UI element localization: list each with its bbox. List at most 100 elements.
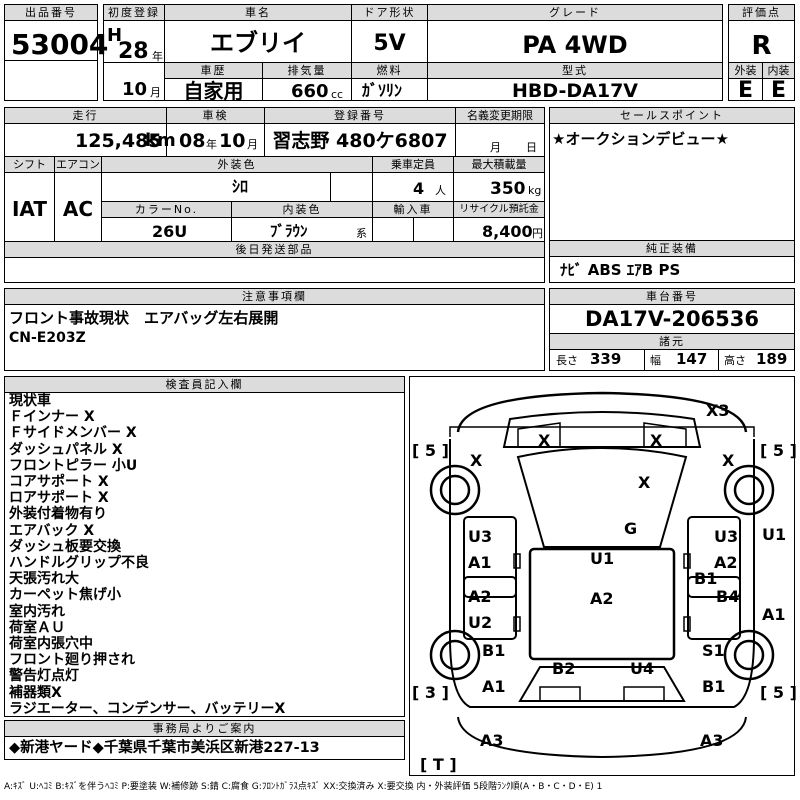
int-color: ﾌﾞﾗｳﾝ bbox=[270, 222, 308, 240]
office-text: ◆新港ヤード◆千葉県千葉市美浜区新港227-13 bbox=[9, 740, 320, 756]
plate-box: 登録番号 習志野 480ケ6807 bbox=[264, 107, 456, 157]
color-no: 26U bbox=[152, 222, 188, 241]
notes-box: 注意事項欄 フロント事故現状 エアバッグ左右展開 CN-E203Z bbox=[4, 288, 545, 371]
damage-mark: X bbox=[638, 473, 651, 492]
transfer-month-unit: 月 bbox=[490, 141, 501, 154]
inspection-month-unit: 月 bbox=[247, 138, 258, 151]
recycle-box: リサイクル預託金 8,400 円 bbox=[453, 201, 545, 242]
inspector-line: フロント廻り押され bbox=[9, 652, 135, 669]
notes-label: 注意事項欄 bbox=[5, 289, 544, 305]
chassis-label: 車台番号 bbox=[550, 289, 794, 305]
recycle-label: リサイクル預託金 bbox=[454, 202, 544, 218]
damage-mark: B4 bbox=[716, 587, 740, 606]
car-name-box: 車名 エブリイ bbox=[164, 4, 352, 63]
mileage-unit: km bbox=[145, 130, 176, 151]
history-label: 車歴 bbox=[165, 63, 262, 79]
damage-mark: U1 bbox=[590, 549, 615, 568]
car-outline bbox=[429, 391, 775, 759]
inspector-line: ダッシュパネル X bbox=[9, 441, 123, 458]
shift-label: シフト bbox=[5, 157, 54, 173]
inspector-line: 荷室内張穴中 bbox=[9, 636, 93, 652]
year-unit: 年 bbox=[152, 50, 163, 63]
inspector-line: フロントピラー 小U bbox=[9, 457, 138, 474]
load-box: 最大積載量 350 kg bbox=[453, 156, 545, 202]
score-box: 評価点 R bbox=[728, 4, 795, 63]
ac-box: エアコン AC bbox=[54, 156, 102, 242]
inspector-line: 外装付着物有り bbox=[9, 506, 107, 523]
damage-mark: X bbox=[722, 451, 735, 470]
history: 自家用 bbox=[183, 79, 244, 103]
length: 339 bbox=[590, 350, 622, 368]
tire-t: [ T ] bbox=[420, 755, 457, 774]
damage-mark: U2 bbox=[468, 613, 493, 632]
chassis-number: DA17V-206536 bbox=[584, 307, 760, 331]
damage-mark: X bbox=[538, 431, 551, 450]
notes-line1: フロント事故現状 エアバッグ左右展開 bbox=[9, 309, 279, 327]
month-unit: 月 bbox=[150, 86, 161, 99]
int-color-box: 内装色 ﾌﾞﾗｳﾝ 系 bbox=[231, 201, 373, 242]
damage-mark: B1 bbox=[702, 677, 726, 696]
first-reg-label: 初度登録 bbox=[104, 5, 164, 21]
model-label: 型式 bbox=[428, 63, 722, 79]
capacity-unit: 人 bbox=[435, 184, 446, 197]
lot-no: 53004 bbox=[11, 28, 109, 61]
int-color-suffix: 系 bbox=[356, 227, 367, 240]
model: HBD-DA17V bbox=[511, 80, 638, 102]
damage-mark: S1 bbox=[702, 641, 725, 660]
door: 5V bbox=[373, 31, 406, 56]
inspector-line: ダッシュ板要交換 bbox=[9, 538, 121, 555]
damage-mark: B1 bbox=[482, 641, 506, 660]
damage-mark: A1 bbox=[762, 605, 786, 624]
equip: ﾅﾋﾞ ABS ｴｱB PS bbox=[560, 261, 681, 279]
grade-box: グレード PA 4WD bbox=[427, 4, 723, 63]
score-label: 評価点 bbox=[729, 5, 794, 21]
load-unit: kg bbox=[528, 184, 542, 197]
dims-label: 諸元 bbox=[550, 333, 794, 350]
inspector-line: 天張汚れ大 bbox=[9, 571, 79, 588]
height-label: 高さ bbox=[724, 354, 746, 367]
mileage: 125,485 bbox=[75, 130, 162, 152]
damage-mark: A3 bbox=[480, 731, 504, 750]
inspector-label: 検査員記入欄 bbox=[5, 377, 404, 393]
fuel-label: 燃料 bbox=[352, 63, 427, 79]
year: 28 bbox=[118, 39, 149, 64]
transfer-day-unit: 日 bbox=[526, 141, 537, 154]
inspection-label: 車検 bbox=[167, 108, 264, 124]
mileage-box: 走行 125,485 km bbox=[4, 107, 176, 157]
int-color-label: 内装色 bbox=[232, 202, 372, 218]
damage-mark: A1 bbox=[482, 677, 506, 696]
office-box: 事務局よりご案内 ◆新港ヤード◆千葉県千葉市美浜区新港227-13 bbox=[4, 720, 405, 760]
inspector-line: 補器類X bbox=[9, 684, 62, 701]
damage-mark: G bbox=[624, 519, 638, 538]
tire-rl: [ 3 ] bbox=[412, 683, 449, 702]
damage-mark: U4 bbox=[630, 659, 655, 678]
displacement: 660 bbox=[291, 81, 329, 102]
capacity-label: 乗車定員 bbox=[373, 157, 453, 173]
parts-label: 後日発送部品 bbox=[5, 242, 544, 258]
height: 189 bbox=[756, 350, 788, 368]
damage-mark: B2 bbox=[552, 659, 576, 678]
equip-label: 純正装備 bbox=[550, 241, 794, 257]
grade-label: グレード bbox=[428, 5, 722, 21]
inspector-line: Ｆサイドメンバー X bbox=[9, 425, 137, 442]
inspection-month: 10 bbox=[219, 130, 246, 152]
plate-label: 登録番号 bbox=[265, 108, 455, 124]
transfer-box: 名義変更期限 月 日 bbox=[455, 107, 545, 157]
equip-box: 純正装備 ﾅﾋﾞ ABS ｴｱB PS bbox=[549, 240, 795, 283]
load-label: 最大積載量 bbox=[454, 157, 544, 173]
inspector-line: Ｆインナー X bbox=[9, 409, 95, 426]
sales-point-box: セールスポイント ★オークションデビュー★ bbox=[549, 107, 795, 241]
chassis-box: 車台番号 DA17V-206536 諸元 長さ 339 幅 147 高さ 189 bbox=[549, 288, 795, 371]
door-label: ドア形状 bbox=[352, 5, 427, 21]
capacity-box: 乗車定員 4 人 bbox=[372, 156, 454, 202]
grade: PA 4WD bbox=[522, 31, 628, 59]
month-box: 10 月 bbox=[103, 62, 165, 101]
transfer-label: 名義変更期限 bbox=[456, 108, 544, 124]
car-name: エブリイ bbox=[210, 29, 306, 57]
width-label: 幅 bbox=[650, 354, 661, 367]
inspection-year: 08 bbox=[179, 130, 206, 152]
shift: IAT bbox=[11, 197, 47, 221]
ext-color: ｼﾛ bbox=[232, 177, 249, 196]
damage-mark: X bbox=[470, 451, 483, 470]
